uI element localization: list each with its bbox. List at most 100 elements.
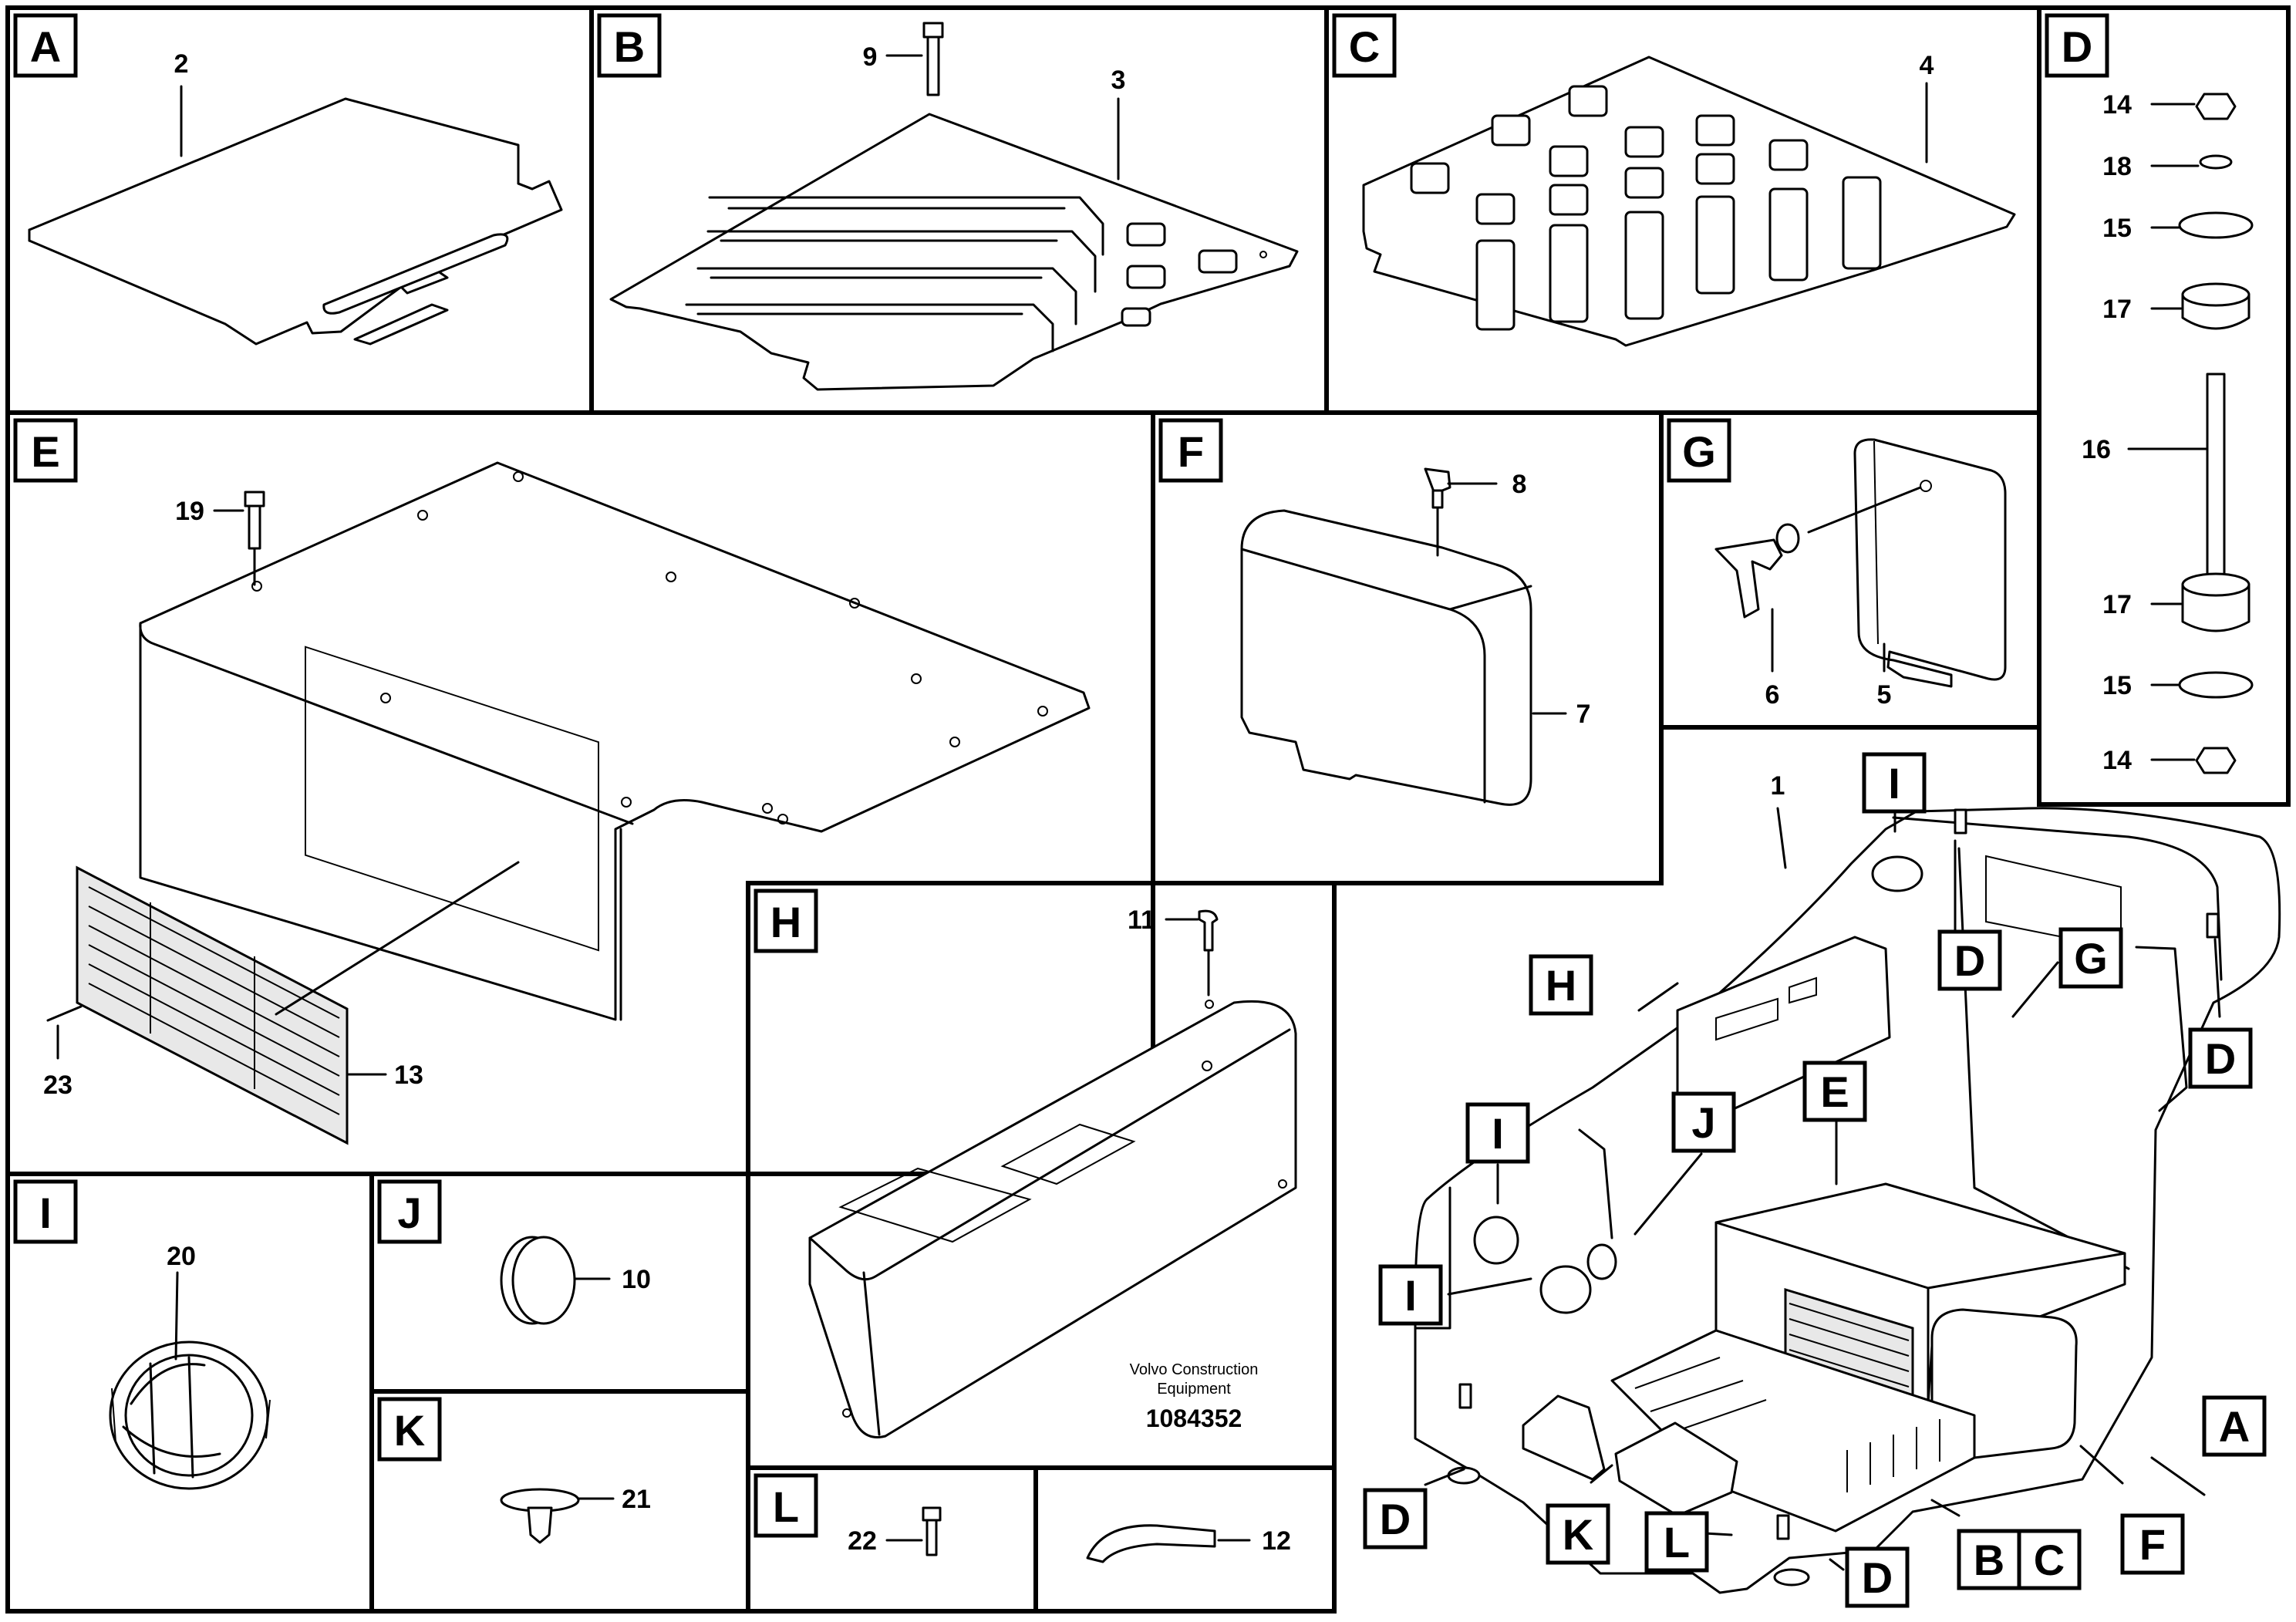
callout-d-2: D bbox=[2188, 1027, 2253, 1089]
panel-d bbox=[2037, 5, 2291, 807]
section-i: I 20 bbox=[13, 1179, 271, 1490]
svg-text:K: K bbox=[394, 1406, 425, 1455]
svg-text:J: J bbox=[1691, 1098, 1715, 1147]
part-5-callout: 5 bbox=[1877, 642, 1892, 710]
part-19-bolt: 19 bbox=[175, 491, 265, 586]
floor-mat-plate bbox=[28, 97, 563, 346]
svg-text:D: D bbox=[2205, 1034, 2236, 1083]
floor-plate-ribbed bbox=[609, 113, 1299, 391]
mount-stack bbox=[2178, 93, 2254, 774]
svg-text:12: 12 bbox=[1262, 1526, 1291, 1556]
callout-i-2: I bbox=[1378, 1264, 1443, 1326]
side-console-cover bbox=[808, 1000, 1297, 1438]
part-23-screw: 23 bbox=[43, 1005, 83, 1100]
svg-text:H: H bbox=[770, 898, 801, 946]
svg-text:F: F bbox=[1178, 427, 1204, 476]
svg-text:15: 15 bbox=[2102, 671, 2132, 700]
section-l: L 22 12 bbox=[754, 1473, 1291, 1563]
part-2-callout: 2 bbox=[174, 49, 188, 157]
callout-f: F bbox=[2120, 1513, 2185, 1575]
manufacturer-info: Volvo Construction Equipment 1084352 bbox=[1130, 1361, 1259, 1432]
callout-i-1: I bbox=[1465, 1102, 1530, 1164]
company-name-line2: Equipment bbox=[1157, 1381, 1231, 1398]
svg-text:G: G bbox=[2074, 934, 2108, 983]
drawing-number: 1084352 bbox=[1146, 1404, 1242, 1432]
overview-part-1: 1 bbox=[1771, 771, 1785, 801]
push-rivet: 21 bbox=[500, 1485, 651, 1544]
svg-text:5: 5 bbox=[1877, 680, 1892, 710]
callout-e: E bbox=[1802, 1061, 1867, 1122]
svg-text:K: K bbox=[1563, 1510, 1593, 1559]
part-22-bolt: 22 bbox=[848, 1506, 942, 1556]
part-11-screw: 11 bbox=[1128, 905, 1219, 996]
callout-i-top: I bbox=[1862, 752, 1927, 814]
svg-text:3: 3 bbox=[1111, 66, 1126, 95]
part-3-callout: 3 bbox=[1111, 66, 1126, 180]
svg-text:A: A bbox=[2219, 1402, 2250, 1451]
cable-tie: 12 bbox=[1086, 1524, 1291, 1563]
svg-text:G: G bbox=[1682, 427, 1716, 476]
section-k: K 21 bbox=[377, 1397, 651, 1544]
svg-text:E: E bbox=[31, 427, 59, 476]
callout-k: K bbox=[1546, 1503, 1610, 1565]
section-j: J 10 bbox=[377, 1179, 651, 1325]
svg-text:8: 8 bbox=[1512, 470, 1527, 499]
air-vent-nozzle: 20 bbox=[109, 1242, 271, 1490]
svg-text:17: 17 bbox=[2102, 590, 2132, 619]
section-g: G 6 5 bbox=[1667, 418, 2007, 710]
section-e-letter-box: E bbox=[13, 418, 78, 483]
part-9-bolt: 9 bbox=[863, 22, 944, 96]
section-b-letter-box: B bbox=[597, 13, 662, 78]
part-8-screw: 8 bbox=[1424, 467, 1527, 557]
svg-text:A: A bbox=[30, 22, 61, 71]
section-h: H 11 Volvo Construction Equipment 108435… bbox=[754, 889, 1297, 1438]
svg-text:10: 10 bbox=[622, 1265, 651, 1294]
svg-text:C: C bbox=[2034, 1536, 2065, 1584]
svg-text:23: 23 bbox=[43, 1071, 72, 1100]
plug-cap: 10 bbox=[500, 1236, 651, 1325]
company-name-line1: Volvo Construction bbox=[1130, 1361, 1259, 1378]
callout-l: L bbox=[1644, 1511, 1709, 1573]
svg-text:6: 6 bbox=[1765, 680, 1780, 710]
callout-h: H bbox=[1529, 954, 1593, 1016]
svg-text:B: B bbox=[614, 22, 645, 71]
part-4-callout: 4 bbox=[1920, 51, 1934, 164]
section-a: A 2 bbox=[13, 13, 563, 346]
svg-text:E: E bbox=[1820, 1067, 1849, 1116]
svg-text:13: 13 bbox=[394, 1061, 423, 1090]
callout-c: C bbox=[2017, 1529, 2082, 1590]
access-hatch-cover bbox=[1807, 438, 2007, 688]
section-f: F 8 7 bbox=[1158, 418, 1590, 806]
svg-text:B: B bbox=[1974, 1536, 2004, 1584]
svg-text:14: 14 bbox=[2102, 746, 2132, 775]
cab-overview: 1 I H D G D E J I bbox=[1363, 752, 2281, 1608]
seat-box-cover bbox=[139, 461, 1091, 1021]
callout-b: B bbox=[1957, 1529, 2021, 1590]
panel-g bbox=[1659, 410, 2041, 730]
panel-frames bbox=[5, 5, 2291, 1614]
section-d-letter-box: D bbox=[2045, 13, 2109, 78]
section-i-letter-box: I bbox=[13, 1179, 78, 1244]
svg-text:J: J bbox=[397, 1189, 421, 1237]
part-7-callout: 7 bbox=[1532, 700, 1590, 729]
callout-d-1: D bbox=[1937, 929, 2002, 991]
section-f-letter-box: F bbox=[1158, 418, 1223, 483]
svg-text:I: I bbox=[1492, 1109, 1504, 1158]
section-l-letter-box: L bbox=[754, 1473, 818, 1538]
overview-leaders bbox=[1424, 807, 2221, 1571]
part-13-callout: 13 bbox=[347, 1061, 423, 1090]
svg-text:F: F bbox=[2139, 1520, 2166, 1569]
section-e: E 19 23 bbox=[13, 418, 1091, 1145]
section-a-letter-box: A bbox=[13, 13, 78, 78]
section-c: C 4 bbox=[1332, 13, 2016, 347]
svg-text:17: 17 bbox=[2102, 295, 2132, 324]
section-j-letter-box: J bbox=[377, 1179, 442, 1244]
svg-text:I: I bbox=[1404, 1271, 1417, 1320]
callout-a: A bbox=[2202, 1395, 2267, 1457]
callout-d-4: D bbox=[1845, 1546, 1910, 1608]
callout-g: G bbox=[2058, 927, 2123, 989]
svg-text:L: L bbox=[1664, 1518, 1690, 1566]
part-labels-d: 14 18 15 17 16 17 15 14 bbox=[2082, 90, 2209, 775]
svg-text:H: H bbox=[1546, 961, 1576, 1010]
section-h-letter-box: H bbox=[754, 889, 818, 953]
